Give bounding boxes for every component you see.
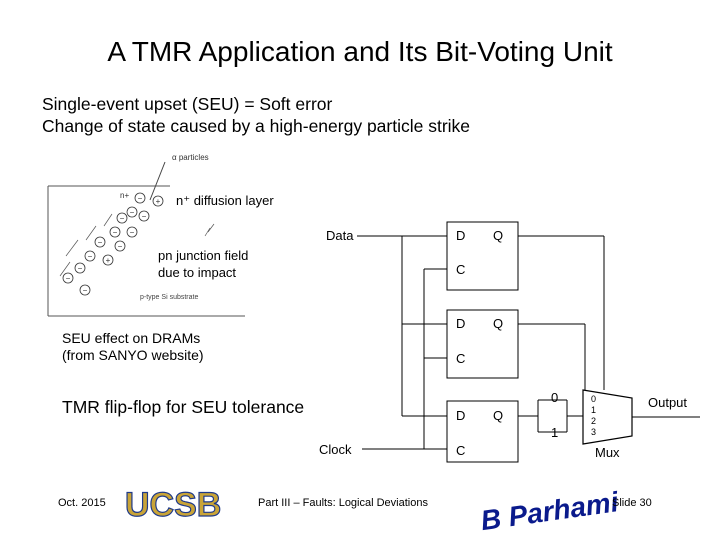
flip-flop-1 — [446, 221, 519, 291]
svg-text:−: − — [130, 228, 135, 237]
svg-text:−: − — [142, 212, 147, 221]
mux-input-2-label: 2 — [591, 416, 596, 426]
ff1-d-label: D — [456, 228, 465, 243]
svg-text:−: − — [130, 208, 135, 217]
data-label: Data — [326, 228, 354, 243]
bullet-seu-cause: Change of state caused by a high-energy … — [42, 116, 471, 136]
flip-flop-2 — [446, 309, 519, 379]
mux-input-3-label: 3 — [591, 427, 596, 437]
svg-text:−: − — [120, 214, 125, 223]
hole-signs: ++ — [106, 197, 161, 265]
footer-date: Oct. 2015 — [58, 497, 106, 509]
flip-flops — [446, 221, 519, 463]
alpha-trajectory — [149, 161, 166, 201]
ff3-q-label: Q — [493, 408, 503, 423]
ff3-c-label: C — [456, 443, 465, 458]
mux-select-1-label: 1 — [551, 425, 558, 440]
svg-text:−: − — [66, 274, 71, 283]
svg-text:−: − — [78, 264, 83, 273]
charge-motion-arrows — [59, 213, 215, 277]
seu-caption-line2: (from SANYO website) — [62, 347, 204, 363]
footer-slide-number: Slide 30 — [612, 497, 652, 509]
junction-label-line1: pn junction field — [158, 248, 249, 263]
svg-text:−: − — [138, 194, 143, 203]
clock-label: Clock — [319, 442, 352, 457]
ucsb-logo: UCSB — [124, 485, 222, 524]
ff1-q-label: Q — [493, 228, 503, 243]
alpha-particle-label: α particles — [172, 153, 209, 162]
svg-text:−: − — [83, 286, 88, 295]
svg-text:−: − — [118, 242, 123, 251]
junction-label-line2: due to impact — [158, 265, 237, 280]
mux-input-1-label: 1 — [591, 405, 596, 415]
diffusion-layer-label: n⁺ diffusion layer — [176, 193, 274, 208]
svg-text:+: + — [156, 197, 161, 206]
n-plus-label: n+ — [120, 191, 129, 200]
mux-label: Mux — [595, 445, 620, 460]
b-parhami-signature: B Parhami — [479, 486, 622, 536]
bullet-seu-definition: Single-event upset (SEU) = Soft error — [42, 94, 333, 114]
mux-select-0-label: 0 — [551, 390, 558, 405]
substrate-label: p-type Si substrate — [140, 294, 198, 301]
footer-center-text: Part III – Faults: Logical Deviations — [258, 497, 428, 509]
charge-signs: −−− −−− −−− −−− — [66, 194, 147, 295]
ff1-c-label: C — [456, 262, 465, 277]
tmr-caption: TMR flip-flop for SEU tolerance — [62, 397, 305, 417]
svg-text:UCSB: UCSB — [125, 486, 221, 524]
hole-charges — [102, 195, 164, 266]
mux-body — [582, 389, 633, 445]
mux-input-0-label: 0 — [591, 394, 596, 404]
seu-figure: α particles n+ −−− −−− −−− −−− — [47, 153, 245, 317]
slide-title: A TMR Application and Its Bit-Voting Uni… — [107, 36, 613, 67]
svg-text:−: − — [88, 252, 93, 261]
output-label: Output — [648, 395, 687, 410]
ff2-d-label: D — [456, 316, 465, 331]
ff2-q-label: Q — [493, 316, 503, 331]
ff3-d-label: D — [456, 408, 465, 423]
seu-caption-line1: SEU effect on DRAMs — [62, 330, 201, 346]
ff2-c-label: C — [456, 351, 465, 366]
electron-charges — [62, 192, 150, 296]
tmr-circuit-wires — [357, 235, 700, 450]
svg-text:+: + — [106, 256, 111, 265]
svg-text:−: − — [113, 228, 118, 237]
flip-flop-3 — [446, 400, 519, 463]
svg-text:−: − — [98, 238, 103, 247]
svg-text:B Parhami: B Parhami — [479, 486, 622, 536]
